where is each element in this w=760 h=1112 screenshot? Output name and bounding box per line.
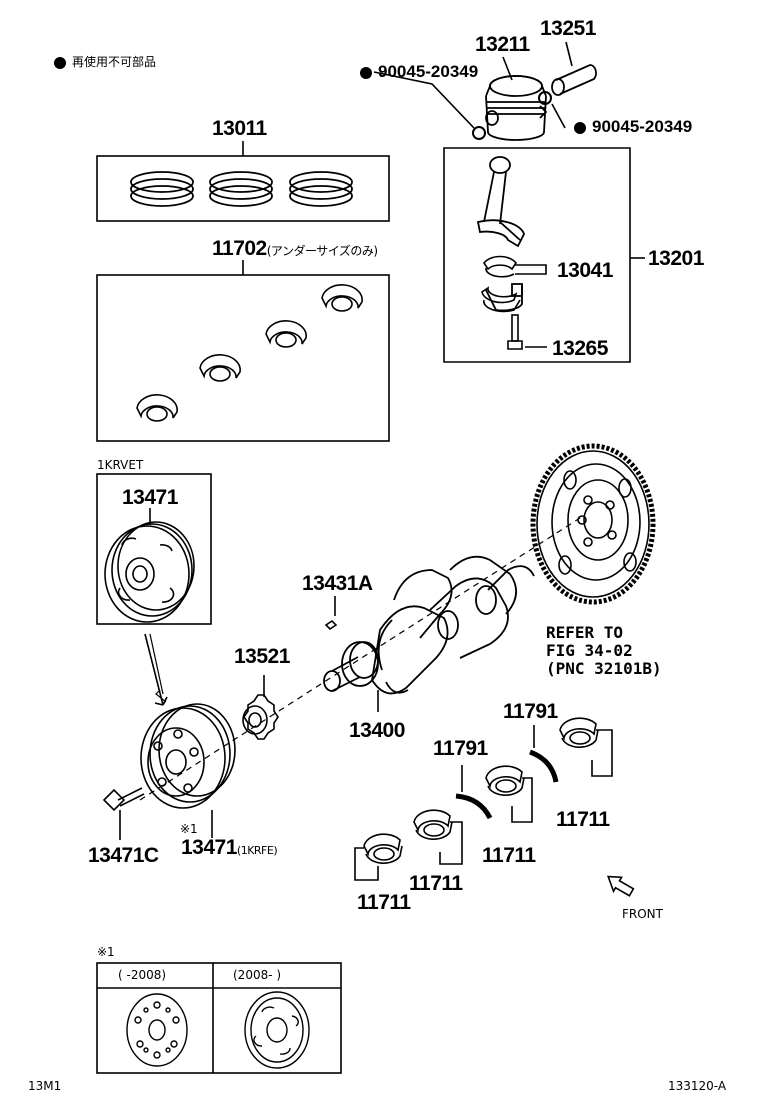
- thrust-washer-upper: [529, 749, 559, 783]
- part-11711-b[interactable]: 11711: [482, 844, 536, 867]
- non-reusable-dot-icon: [574, 121, 586, 134]
- snap-ring-right: [538, 91, 552, 105]
- part-11702[interactable]: 11702(アンダーサイズのみ): [212, 237, 378, 260]
- piston-ring-3: [289, 171, 353, 207]
- part-11791-b[interactable]: 11791: [433, 737, 488, 760]
- crankshaft-pulley-1krfe: [140, 703, 236, 809]
- part-90045-a[interactable]: 90045-20349: [360, 63, 478, 80]
- refer-note: REFER TO FIG 34-02 (PNC 32101B): [546, 624, 662, 678]
- front-label: FRONT: [622, 907, 663, 921]
- part-11711-d[interactable]: 11711: [357, 891, 411, 914]
- crankshaft: [323, 555, 535, 695]
- part-11791-a[interactable]: 11791: [503, 700, 558, 723]
- part-13431a[interactable]: 13431A: [302, 572, 373, 595]
- part-11711-a[interactable]: 11711: [556, 808, 610, 831]
- front-arrow-icon: [606, 875, 635, 897]
- footer-right-code: 133120-A: [668, 1079, 727, 1093]
- part-11711-c[interactable]: 11711: [409, 872, 463, 895]
- part-13400[interactable]: 13400: [349, 719, 405, 742]
- pulley-pre-2008: [126, 993, 188, 1067]
- pulley-variant-box: [96, 473, 212, 625]
- non-reusable-dot-icon: [360, 66, 372, 79]
- part-11702-note: (アンダーサイズのみ): [266, 244, 378, 258]
- part-13471-top[interactable]: 13471: [122, 486, 178, 509]
- main-bearing-shell: [199, 354, 241, 382]
- refer-line-3: (PNC 32101B): [546, 659, 662, 678]
- mark-1: ※1: [180, 822, 198, 836]
- pulley-bolt: [102, 787, 145, 812]
- crank-bearing-shell: [363, 833, 403, 864]
- inset-mark: ※1: [97, 945, 115, 959]
- piston: [485, 75, 548, 141]
- refer-line-1: REFER TO: [546, 623, 624, 642]
- piston-ring-1: [130, 171, 194, 207]
- rod-bolt: [507, 314, 523, 350]
- part-13471-bottom[interactable]: 13471(1KRFE): [181, 836, 278, 859]
- part-13011[interactable]: 13011: [212, 117, 267, 140]
- part-13265[interactable]: 13265: [552, 337, 608, 360]
- rod-bearing-lower: [481, 286, 521, 313]
- crankshaft-key: [324, 619, 338, 631]
- reuse-legend: 再使用不可部品: [54, 56, 156, 69]
- snap-ring-left: [472, 126, 486, 140]
- crank-bearing-shell: [485, 765, 525, 796]
- footer-left-code: 13M1: [28, 1079, 62, 1093]
- assembly-axis: [139, 517, 581, 801]
- piston-pin: [551, 64, 597, 96]
- main-bearing-shell: [321, 284, 363, 312]
- part-13471c[interactable]: 13471C: [88, 844, 159, 867]
- crank-bearing-shell: [559, 717, 599, 748]
- part-13211[interactable]: 13211: [475, 33, 530, 56]
- refer-line-2: FIG 34-02: [546, 641, 633, 660]
- part-13521[interactable]: 13521: [234, 645, 290, 668]
- main-bearing-shell: [265, 320, 307, 348]
- thrust-washer-lower: [455, 793, 493, 820]
- rod-bearing-upper: [483, 255, 517, 278]
- connecting-rod: [476, 156, 525, 248]
- part-90045-b[interactable]: 90045-20349: [574, 118, 692, 135]
- crankshaft-pulley-1krvet: [104, 521, 195, 623]
- crankshaft-timing-sprocket: [242, 694, 279, 740]
- inset-table: [96, 962, 342, 1074]
- part-13251[interactable]: 13251: [540, 17, 596, 40]
- part-13041[interactable]: 13041: [557, 259, 613, 282]
- part-13201[interactable]: 13201: [648, 247, 704, 270]
- crank-bearing-shell: [413, 809, 453, 840]
- non-reusable-dot-icon: [54, 56, 66, 69]
- piston-ring-2: [209, 171, 273, 207]
- pulley-post-2008: [244, 991, 310, 1069]
- drive-plate: [530, 443, 656, 605]
- inset-col-1-header: ( -2008): [118, 968, 167, 982]
- inset-col-2-header: (2008- ): [233, 968, 282, 982]
- rod-cap: [485, 283, 523, 312]
- reuse-legend-text: 再使用不可部品: [72, 55, 157, 69]
- main-bearing-shell: [136, 394, 178, 422]
- variant-box-label: 1KRVET: [97, 458, 144, 472]
- part-13471-bottom-note: (1KRFE): [236, 844, 278, 857]
